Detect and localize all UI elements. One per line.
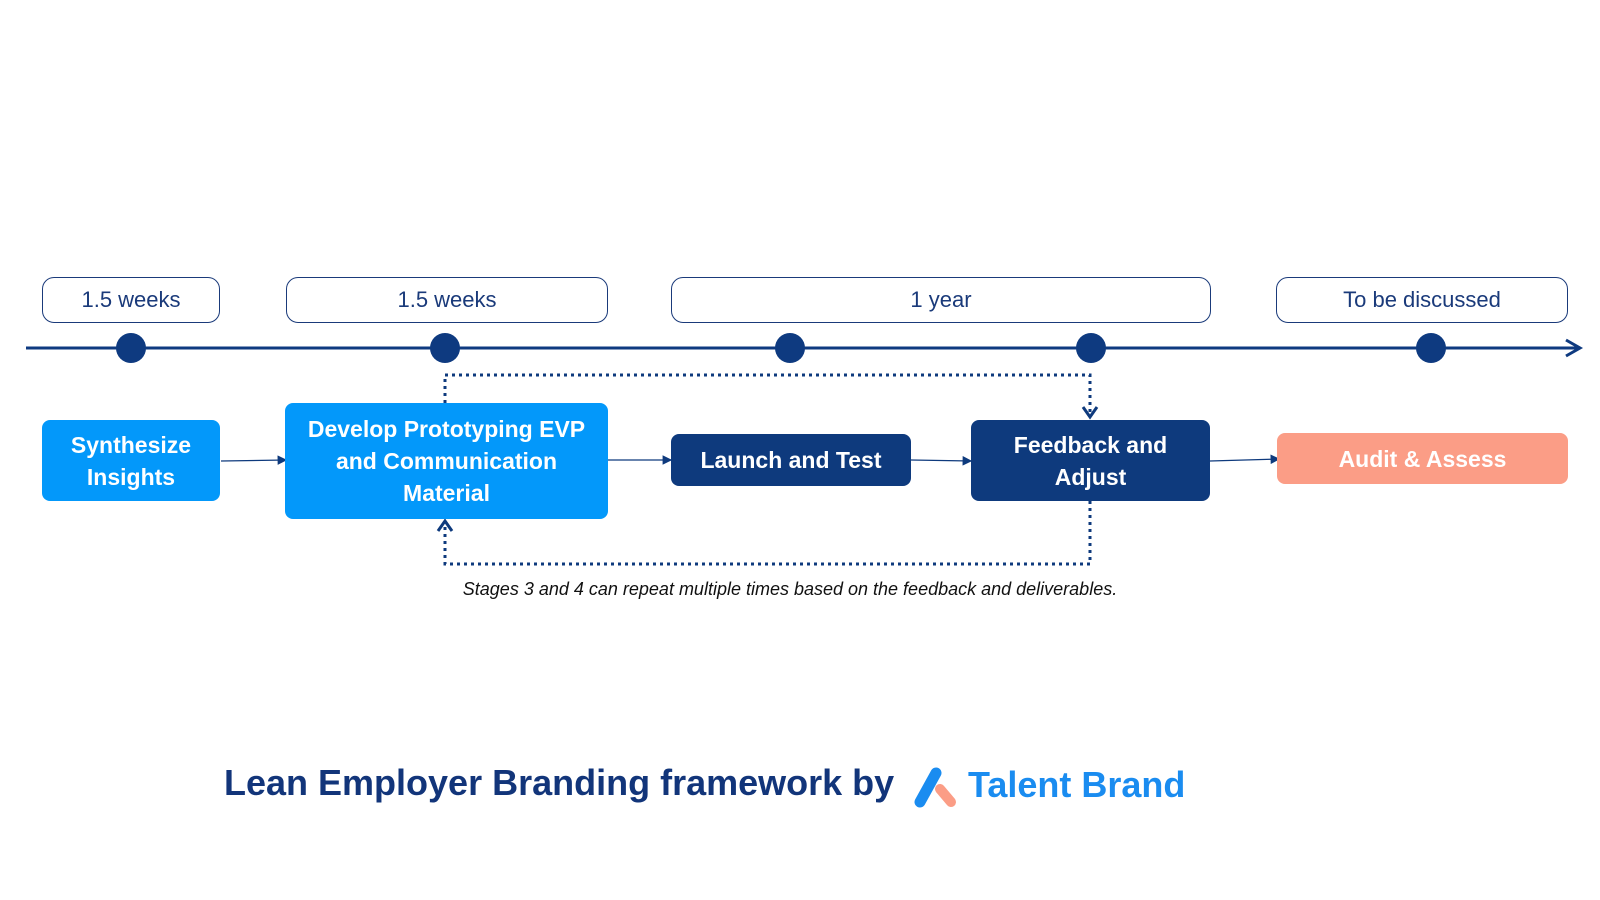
duration-pill-4: To be discussed	[1276, 277, 1568, 323]
timeline-dot-2	[430, 333, 460, 363]
stage-launch-and-test: Launch and Test	[671, 434, 911, 486]
stage-develop-prototyping-evp: Develop Prototyping EVP and Communicatio…	[285, 403, 608, 519]
footer-title: Lean Employer Branding framework by	[224, 762, 895, 803]
arrow-right-icon	[1565, 338, 1584, 358]
loop-forward-dotted	[443, 373, 1092, 416]
timeline-dot-4	[1076, 333, 1106, 363]
duration-pill-3: 1 year	[671, 277, 1211, 323]
talent-brand-logo-icon	[914, 767, 956, 808]
connector-3-4	[910, 456, 973, 466]
timeline-dot-5	[1416, 333, 1446, 363]
duration-pill-2: 1.5 weeks	[286, 277, 608, 323]
stage-synthesize-insights: Synthesize Insights	[42, 420, 220, 501]
connector-4-5	[1209, 454, 1281, 465]
stage-feedback-and-adjust: Feedback and Adjust	[971, 420, 1210, 501]
loop-back-dotted	[443, 501, 1092, 566]
duration-pill-1: 1.5 weeks	[42, 277, 220, 323]
timeline-dot-3	[775, 333, 805, 363]
connector-1-2	[220, 455, 288, 465]
loop-note: Stages 3 and 4 can repeat multiple times…	[462, 579, 1118, 599]
brand-name: Talent Brand	[968, 764, 1186, 805]
stage-audit-and-assess: Audit & Assess	[1277, 433, 1568, 484]
timeline-dot-1	[116, 333, 146, 363]
